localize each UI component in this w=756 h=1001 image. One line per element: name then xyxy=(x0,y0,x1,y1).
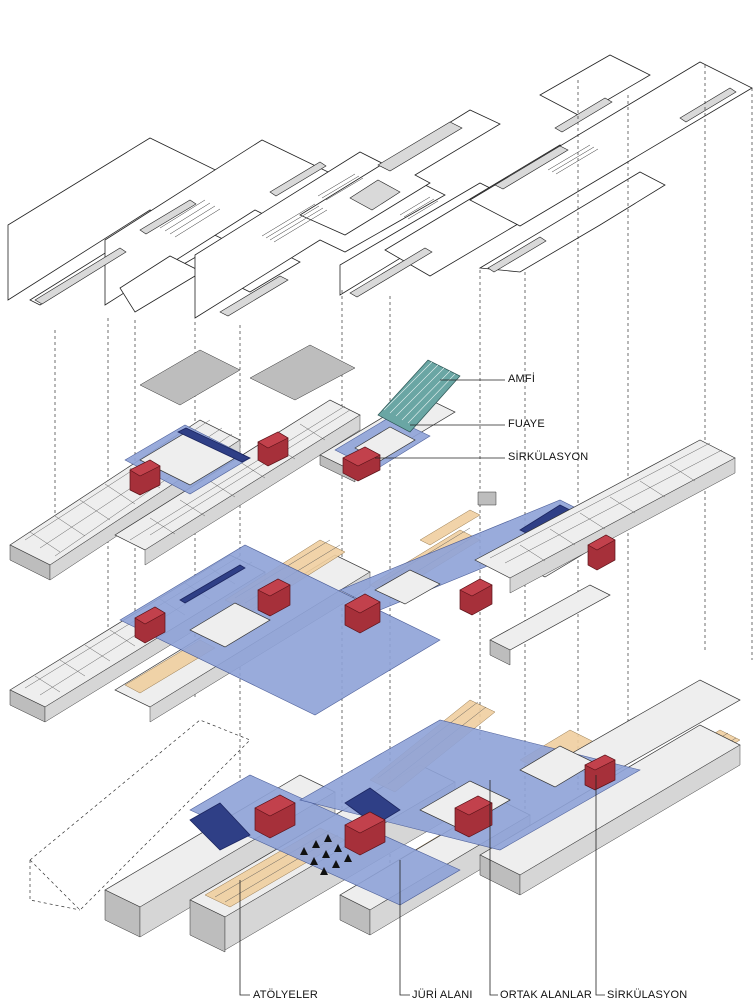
roof-skylight xyxy=(349,179,401,211)
label-sirkulasyon-bottom: SİRKÜLASYON xyxy=(607,989,688,1001)
leader-lines xyxy=(239,379,605,996)
ground-floor xyxy=(104,679,741,953)
roof-skylight xyxy=(139,199,197,235)
label-fuaye: FUAYE xyxy=(508,418,545,430)
roof-skylight xyxy=(377,121,463,172)
roof-skylight xyxy=(34,247,127,305)
roof-skylight xyxy=(554,97,613,133)
amphitheatre xyxy=(377,359,461,433)
tree-icon xyxy=(300,834,352,875)
roof-skylight xyxy=(679,87,737,123)
roof-skylight xyxy=(349,247,433,298)
roof-slab xyxy=(539,54,651,117)
roof-skylight xyxy=(219,275,289,317)
circulation-area xyxy=(119,544,441,716)
label-juri-alani: JÜRİ ALANI xyxy=(412,989,473,1001)
middle-floor xyxy=(9,439,736,723)
roof-stairs xyxy=(159,144,599,243)
roof-skylight xyxy=(269,161,327,197)
label-amfi: AMFİ xyxy=(508,373,536,385)
workshop-area xyxy=(419,509,481,546)
roof-layer xyxy=(7,54,753,319)
roof-skylight xyxy=(487,236,547,273)
upper-floor xyxy=(9,344,461,581)
roof-slab xyxy=(299,109,501,236)
roof-skylight xyxy=(494,145,569,190)
label-atolyeler: ATÖLYELER xyxy=(253,989,318,1001)
label-sirkulasyon-top: SİRKÜLASYON xyxy=(508,451,589,463)
label-ortak-alanlar: ORTAK ALANLAR xyxy=(500,989,593,1001)
